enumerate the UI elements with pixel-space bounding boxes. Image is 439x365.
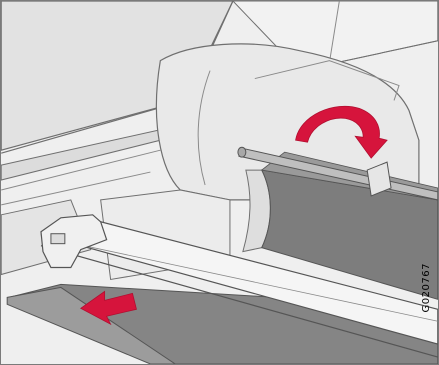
figure-code: G020767 bbox=[421, 263, 432, 312]
